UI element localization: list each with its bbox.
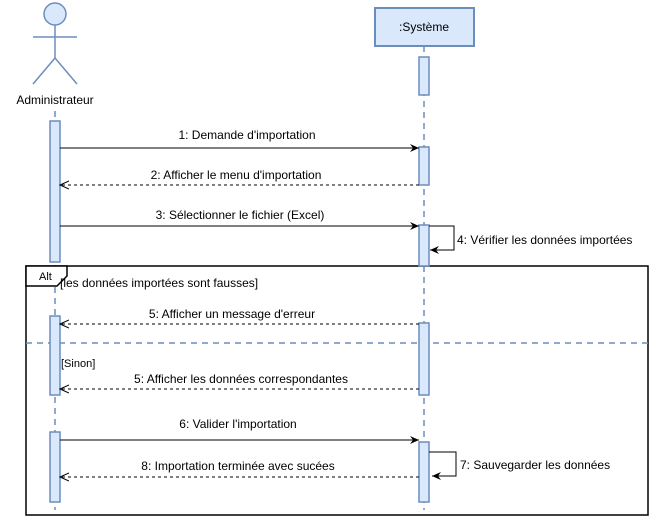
alt-guard-1: [les données importées sont fausses] — [60, 276, 258, 290]
message-5a: 5: Afficher un message d'erreur — [60, 307, 419, 324]
alt-guard-2: [Sinon] — [61, 358, 95, 370]
message-6-label: 6: Valider l'importation — [179, 417, 296, 431]
actor-left-leg — [32, 57, 56, 85]
system-lifeline-head: :Système — [374, 7, 475, 47]
system-activation-4 — [418, 322, 430, 396]
message-1-label: 1: Demande d'importation — [178, 128, 315, 142]
message-4-label: 4: Vérifier les données importées — [457, 233, 632, 247]
system-activation-1 — [418, 56, 430, 96]
admin-label: Administrateur — [16, 93, 93, 107]
system-activation-2 — [418, 146, 430, 186]
message-5b: 5: Afficher les données correspondantes — [60, 372, 419, 389]
alt-fragment: Alt [les données importées sont fausses]… — [25, 265, 653, 516]
message-6: 6: Valider l'importation — [60, 417, 419, 444]
system-activation-3 — [418, 224, 430, 267]
message-5b-label: 5: Afficher les données correspondantes — [134, 372, 348, 386]
message-7-arrow — [429, 451, 457, 480]
alt-operator-tab — [25, 265, 68, 287]
message-4-arrow — [429, 225, 455, 254]
system-label: :Système — [399, 20, 449, 34]
system-activation-5 — [418, 441, 430, 503]
message-2-label: 2: Afficher le menu d'importation — [151, 168, 322, 182]
admin-activation-3 — [49, 431, 61, 503]
admin-activation-1 — [49, 120, 61, 263]
message-4: 4: Vérifier les données importées — [429, 225, 632, 254]
message-7-label: 7: Sauvegarder les données — [460, 458, 610, 472]
message-8-label: 8: Importation terminée avec sucées — [141, 459, 334, 473]
message-7: 7: Sauvegarder les données — [429, 451, 610, 480]
message-8: 8: Importation terminée avec sucées — [60, 459, 419, 477]
admin-actor: Administrateur — [16, 2, 94, 107]
message-1: 1: Demande d'importation — [60, 128, 419, 152]
actor-right-leg — [54, 57, 78, 85]
message-3-label: 3: Sélectionner le fichier (Excel) — [156, 208, 325, 222]
system-box — [374, 7, 475, 47]
message-3: 3: Sélectionner le fichier (Excel) — [60, 208, 419, 230]
message-2: 2: Afficher le menu d'importation — [60, 168, 419, 185]
alt-frame — [25, 265, 649, 516]
alt-operator-label: Alt — [39, 271, 52, 283]
actor-head — [43, 2, 67, 26]
admin-activation-2 — [49, 315, 61, 396]
message-5a-label: 5: Afficher un message d'erreur — [149, 307, 315, 321]
